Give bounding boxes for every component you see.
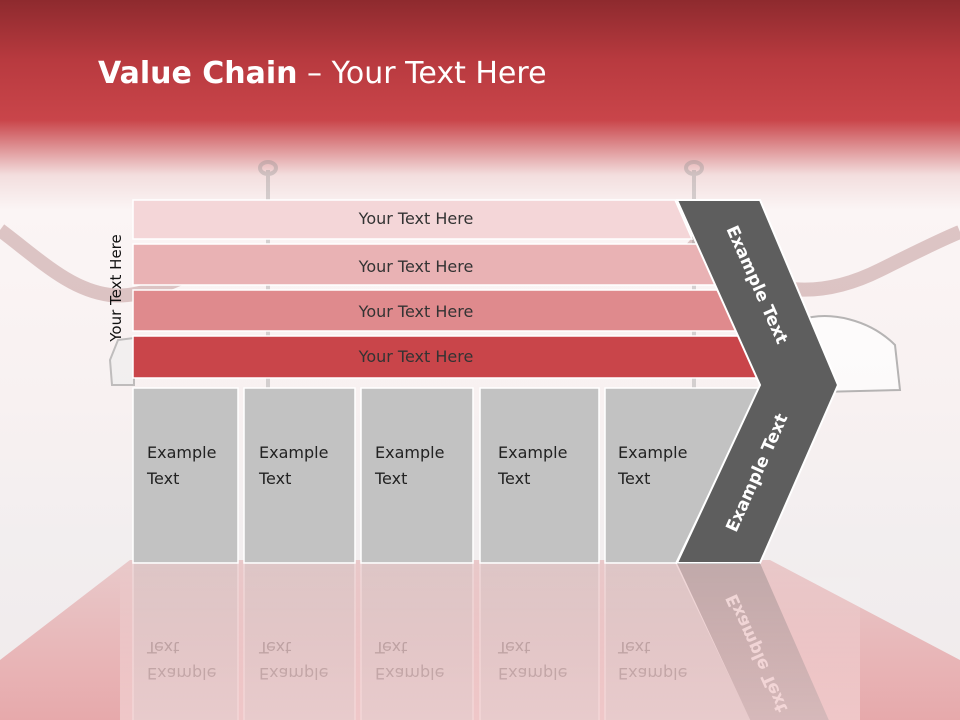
band-4: Your Text Here — [132, 335, 766, 379]
box-line2: Text — [258, 469, 291, 488]
band-shape — [132, 199, 694, 240]
bands-group: Your Text Here Your Text Here Your Text … — [132, 199, 766, 379]
box-3: Example Text — [360, 387, 474, 564]
box-line1: Example — [618, 443, 687, 462]
box-shape — [479, 387, 600, 564]
box-shape — [132, 387, 239, 564]
reflection-fade — [120, 565, 860, 720]
box-text: Example Text — [617, 443, 693, 488]
slide-title: Value Chain – Your Text Here — [98, 52, 547, 96]
box-shape — [243, 387, 356, 564]
box-text: Example Text — [497, 443, 573, 488]
band-label: Your Text Here — [358, 257, 474, 276]
box-line1: Example — [147, 443, 216, 462]
box-text: Example Text — [258, 443, 334, 488]
box-line2: Text — [497, 469, 530, 488]
boxes-group: Example Text Example Text Example Text — [132, 387, 762, 564]
box-text: Example Text — [374, 443, 450, 488]
box-line2: Text — [374, 469, 407, 488]
box-1: Example Text — [132, 387, 239, 564]
box-line1: Example — [498, 443, 567, 462]
box-line1: Example — [259, 443, 328, 462]
band-label: Your Text Here — [358, 302, 474, 321]
box-text: Example Text — [146, 443, 222, 488]
box-shape — [360, 387, 474, 564]
box-line1: Example — [375, 443, 444, 462]
band-3: Your Text Here — [132, 289, 741, 332]
band-label: Your Text Here — [358, 209, 474, 228]
box-line2: Text — [617, 469, 650, 488]
band-2: Your Text Here — [132, 243, 718, 286]
box-line2: Text — [146, 469, 179, 488]
title-rest: – Your Text Here — [297, 56, 547, 91]
band-1: Your Text Here — [132, 199, 694, 240]
box-4: Example Text — [479, 387, 600, 564]
box-5: Example Text — [604, 387, 762, 564]
title-bold: Value Chain — [98, 56, 298, 91]
band-label: Your Text Here — [358, 347, 474, 366]
box-2: Example Text — [243, 387, 356, 564]
chevron-shape — [675, 199, 840, 564]
margin-chevron: Example Text Example Text — [675, 199, 840, 564]
